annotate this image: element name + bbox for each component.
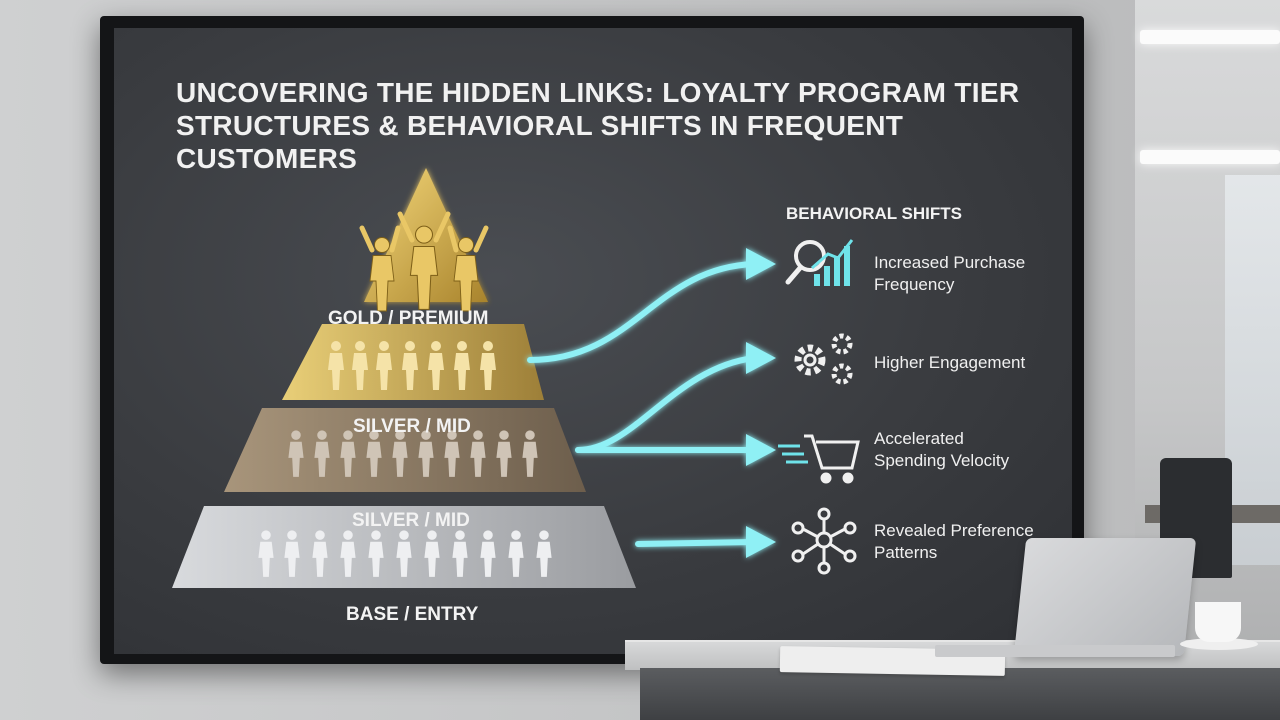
- saucer: [1180, 638, 1258, 650]
- tier-label-base: BASE / ENTRY: [346, 604, 479, 625]
- shift-preference-patterns: Revealed Preference Patterns: [874, 521, 1034, 562]
- ceiling-light: [1140, 30, 1280, 44]
- slide: UNCOVERING THE HIDDEN LINKS: LOYALTY PRO…: [114, 28, 1072, 654]
- coffee-cup: [1195, 602, 1241, 642]
- flow-arrows: [527, 261, 757, 547]
- laptop: [1013, 538, 1197, 656]
- behavioral-shifts-heading: BEHAVIORAL SHIFTS: [786, 204, 962, 223]
- tier-label-silver-lower: SILVER / MID: [352, 510, 470, 531]
- wall-display: UNCOVERING THE HIDDEN LINKS: LOYALTY PRO…: [100, 16, 1084, 664]
- shift-higher-engagement: Higher Engagement: [874, 353, 1026, 372]
- network-icon: [791, 507, 857, 575]
- shift-spending-velocity: Accelerated Spending Velocity: [874, 429, 1010, 470]
- shopping-cart-icon: [778, 434, 860, 484]
- slide-graphics: [172, 168, 860, 588]
- desk-front: [640, 668, 1280, 720]
- shift-purchase-frequency: Increased Purchase Frequency: [874, 253, 1026, 294]
- slide-title: UNCOVERING THE HIDDEN LINKS: LOYALTY PRO…: [176, 77, 1020, 174]
- ceiling-light: [1140, 150, 1280, 164]
- tier-label-gold: GOLD / PREMIUM: [328, 308, 489, 329]
- tier-label-silver-upper: SILVER / MID: [353, 416, 471, 437]
- gears-icon: [794, 333, 853, 385]
- arrow-heads: [746, 248, 776, 558]
- window: [1225, 175, 1280, 565]
- laptop-base: [935, 645, 1175, 657]
- magnifier-chart-icon: [785, 239, 854, 286]
- gold-people-icon: [359, 211, 489, 312]
